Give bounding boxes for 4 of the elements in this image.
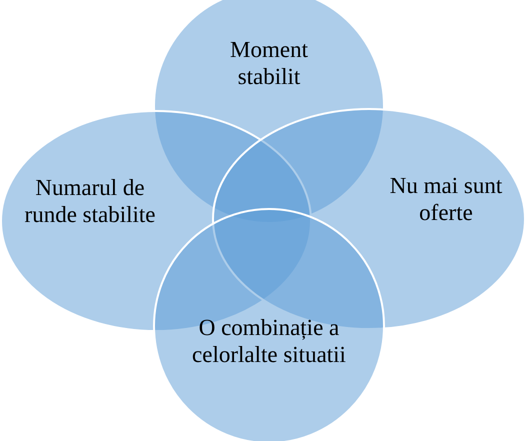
set-label: Numarul de runde stabilite bbox=[24, 174, 156, 228]
set-label: Nu mai sunt oferte bbox=[388, 172, 504, 226]
set-label: Moment stabilit bbox=[229, 36, 309, 90]
set-label: O combinație a celorlalte situatii bbox=[191, 314, 347, 368]
